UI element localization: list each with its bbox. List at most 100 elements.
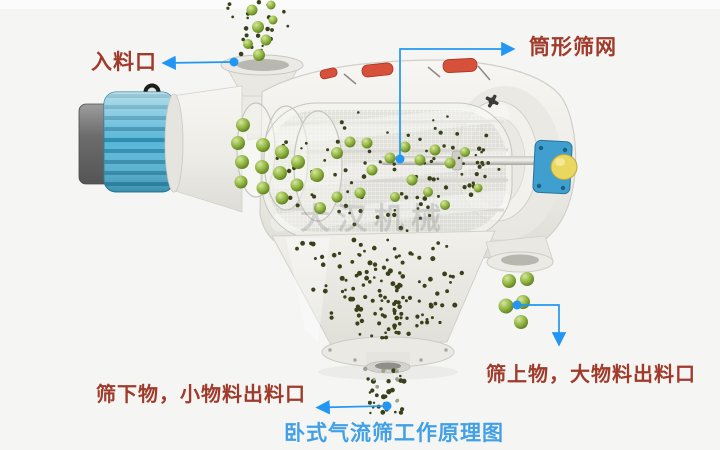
particles-oversize-balls xyxy=(498,272,534,329)
particle-ball xyxy=(344,136,356,148)
particle-dot xyxy=(398,225,404,231)
particle-dot xyxy=(244,33,249,38)
annotation-dots xyxy=(229,57,522,411)
particle-dot xyxy=(396,330,401,335)
particle-dot xyxy=(462,162,465,166)
particle-ball xyxy=(514,315,528,329)
particles-in-cone xyxy=(295,237,464,340)
particle-dot xyxy=(351,237,357,243)
bearing-cap xyxy=(550,154,578,180)
particle-dot xyxy=(416,207,420,210)
particle-dot xyxy=(357,253,360,256)
particle-dot xyxy=(357,111,360,114)
particle-dot xyxy=(363,366,368,372)
particle-dot xyxy=(339,120,344,125)
particle-ball xyxy=(256,181,270,195)
particle-dot xyxy=(343,295,347,299)
drive-shaft xyxy=(380,156,550,165)
particle-dot xyxy=(256,0,262,5)
particle-dot xyxy=(381,368,386,373)
particle-dot xyxy=(385,271,391,276)
particle-ball xyxy=(253,49,265,61)
particle-dot xyxy=(477,146,482,151)
particle-dot xyxy=(320,254,325,259)
particle-dot xyxy=(468,192,474,198)
particle-dot xyxy=(393,209,397,212)
particle-dot xyxy=(374,393,379,398)
particle-dot xyxy=(386,131,389,134)
particle-ball xyxy=(423,187,433,197)
particle-dot xyxy=(392,247,397,251)
particle-dot xyxy=(377,321,382,326)
particle-dot xyxy=(429,159,434,164)
particle-dot xyxy=(445,289,449,294)
particle-dot xyxy=(300,240,305,246)
particle-dot xyxy=(358,306,364,312)
bearing xyxy=(532,139,578,195)
particle-dot xyxy=(357,270,362,276)
particle-ball xyxy=(390,192,400,202)
particle-ball xyxy=(291,155,305,169)
particle-dot xyxy=(484,133,489,138)
particle-dot xyxy=(372,377,376,381)
particle-dot xyxy=(422,283,427,288)
particle-dot xyxy=(295,203,300,208)
particle-dot xyxy=(346,190,350,194)
particle-dot xyxy=(343,203,349,209)
particle-dot xyxy=(392,308,397,314)
particle-dot xyxy=(446,115,449,118)
particle-dot xyxy=(474,153,477,157)
drive-motor xyxy=(78,83,243,213)
particle-dot xyxy=(392,167,397,172)
particle-dot xyxy=(395,377,398,381)
particle-dot xyxy=(359,318,365,324)
particle-dot xyxy=(363,249,366,253)
wingnut xyxy=(485,94,499,108)
particle-dot xyxy=(391,368,396,374)
background-strip xyxy=(0,0,720,9)
particle-dot xyxy=(406,331,411,336)
particle-dot xyxy=(356,313,361,318)
particle-dot xyxy=(337,264,342,269)
particle-dot xyxy=(386,212,391,217)
particle-dot xyxy=(405,316,409,320)
particle-dot xyxy=(398,410,404,415)
watermark: 大汉机械 xyxy=(300,203,448,236)
particle-dot xyxy=(372,245,377,251)
particle-dot xyxy=(384,335,389,340)
particle-dot xyxy=(393,326,397,330)
particle-dot xyxy=(311,287,316,292)
particle-dot xyxy=(329,315,334,320)
particle-dot xyxy=(481,163,485,167)
particle-dot xyxy=(380,299,384,302)
particle-dot xyxy=(367,400,372,405)
particle-dot xyxy=(475,160,480,165)
particle-dot xyxy=(398,271,402,275)
particle-ball xyxy=(310,168,324,182)
particle-dot xyxy=(417,255,422,260)
particle-dot xyxy=(460,172,464,176)
particle-dot xyxy=(331,252,337,258)
particle-ball xyxy=(399,141,411,153)
particle-dot xyxy=(451,145,455,150)
particle-dot xyxy=(344,288,347,292)
particle-dot xyxy=(343,168,348,173)
particle-dot xyxy=(286,24,290,28)
particle-dot xyxy=(404,299,408,303)
particle-dot xyxy=(295,246,299,251)
particle-dot xyxy=(455,132,460,136)
particle-dot xyxy=(367,149,372,154)
particle-ball xyxy=(460,147,470,157)
particle-dot xyxy=(394,255,399,259)
diagram-caption: 卧式气流筛工作原理图 xyxy=(284,422,504,445)
particle-dot xyxy=(364,269,369,275)
particle-dot xyxy=(369,411,372,415)
particle-dot xyxy=(323,159,327,162)
particle-dot xyxy=(378,293,383,298)
particle-dot xyxy=(320,262,326,268)
particle-dot xyxy=(255,33,261,38)
particle-ball xyxy=(246,4,258,16)
particle-dot xyxy=(361,174,367,179)
